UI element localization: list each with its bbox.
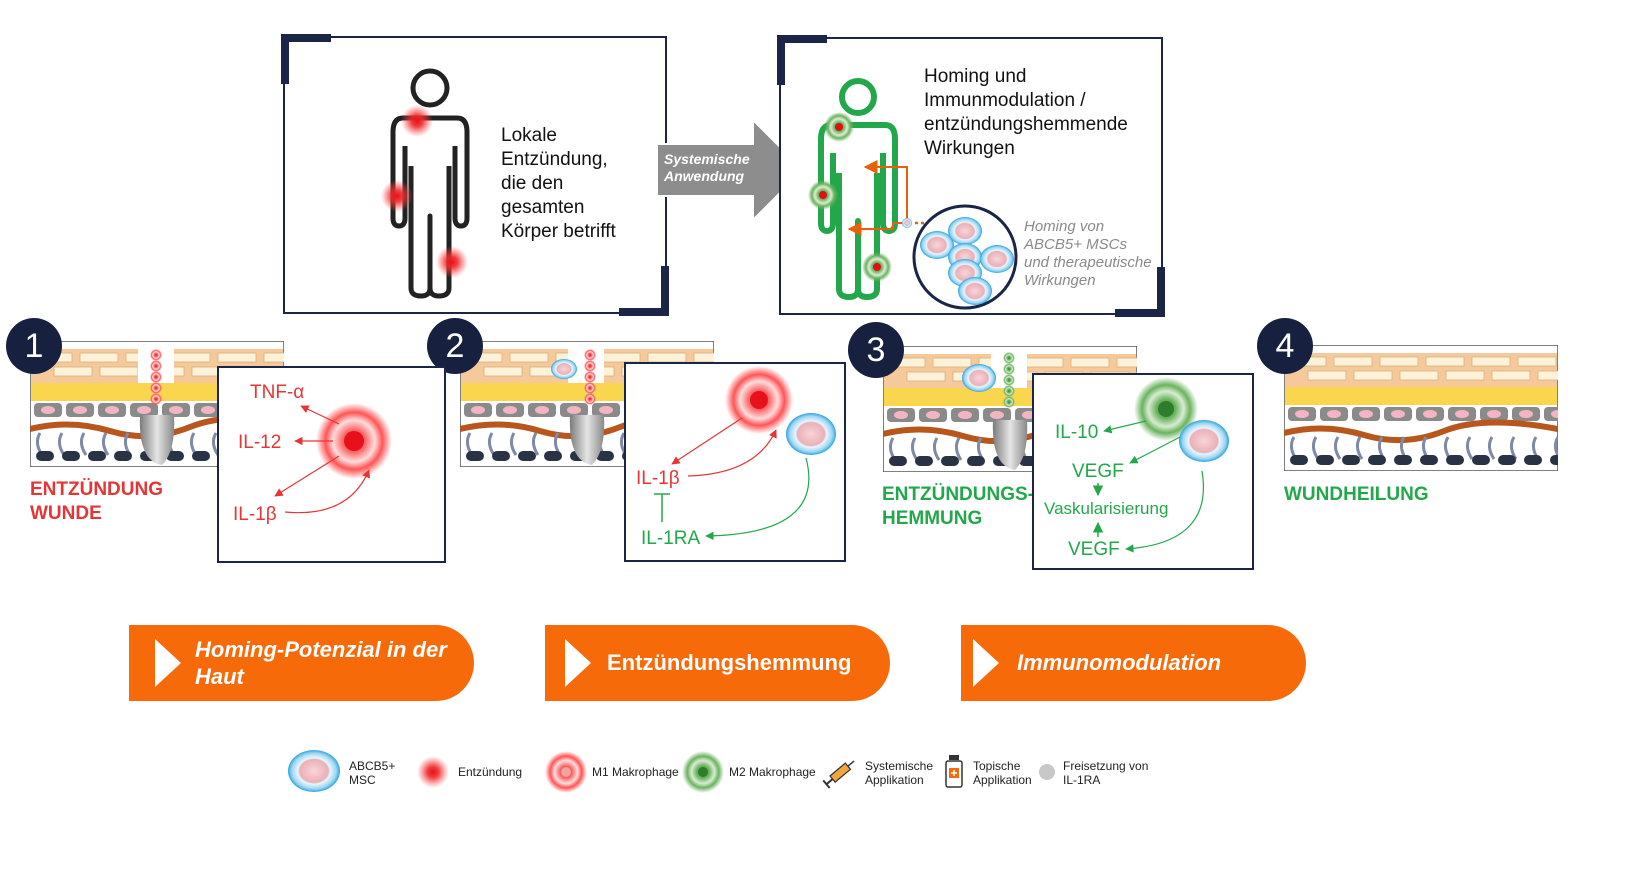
topical-bottle-icon: [945, 755, 963, 788]
vegf-label-2: VEGF: [1068, 539, 1120, 560]
legend-m1: M1 Makrophage: [592, 765, 679, 779]
msc-cluster-circle: [912, 204, 1018, 310]
stage-3-title: ENTZÜNDUNGS-HEMMUNG: [882, 484, 1034, 529]
stage-number-2: 2: [427, 318, 483, 374]
local-inflammation-text: Lokale Entzündung, die den gesamten Körp…: [501, 125, 616, 242]
il12-label: IL-12: [238, 432, 282, 453]
il1ra-label: IL-1RA: [641, 528, 701, 549]
local-inflammation-panel: Lokale Entzündung, die den gesamten Körp…: [281, 34, 669, 316]
banner-anti-inflammation: Entzündungshemmung: [545, 625, 890, 701]
legend-m2: M2 Makrophage: [729, 765, 816, 779]
homing-panel: Homing und Immunmodulation / entzündungs…: [777, 35, 1165, 317]
inflammation-icon: [417, 756, 449, 788]
legend-inflammation: Entzündung: [458, 765, 523, 779]
m1-macrophage-icon: [545, 751, 587, 793]
homing-title: Homing und Immunmodulation / entzündungs…: [924, 66, 1128, 159]
stage-4-title: WUNDHEILUNG: [1284, 484, 1429, 505]
vascularization-label: Vaskularisierung: [1044, 499, 1169, 518]
il1ra-release-icon: [1039, 764, 1055, 780]
play-triangle-icon: [155, 639, 181, 687]
tnf-alpha-label: TNF-α: [250, 382, 305, 403]
m2-macrophage-icon: [682, 751, 724, 793]
homing-caption: Homing von ABCB5+ MSCs und therapeutisch…: [1024, 218, 1152, 289]
systemic-application-arrow: [656, 118, 805, 222]
stage-3-zoom-box: IL-10 VEGF Vaskularisierung VEGF: [1032, 373, 1254, 570]
il1b-label: IL-1β: [233, 504, 277, 525]
play-triangle-icon: [565, 639, 591, 687]
syringe-icon: [822, 760, 855, 789]
human-figure-icon: [381, 68, 470, 299]
msc-cell-icon: [288, 750, 340, 792]
stage-1-zoom-box: TNF-α IL-12 IL-1β: [217, 366, 446, 563]
stage-number-4: 4: [1257, 318, 1313, 374]
skin-tile-4: [1284, 345, 1558, 471]
stage-number-1: 1: [6, 318, 62, 374]
human-figure-green-icon: [808, 78, 989, 300]
stage-2-zoom-box: IL-1β IL-1RA: [624, 362, 846, 562]
systemic-application-label: Systemische Anwendung: [664, 151, 750, 184]
skin-tile-1: [30, 341, 284, 467]
stage-number-3: 3: [848, 322, 904, 378]
il10-label: IL-10: [1055, 422, 1099, 443]
legend-msc: ABCB5+MSC: [349, 759, 396, 787]
vegf-label-1: VEGF: [1072, 461, 1124, 482]
banner-immunomodulation: Immunomodulation: [961, 625, 1306, 701]
il1b-label-2: IL-1β: [636, 468, 680, 489]
play-triangle-icon: [973, 639, 999, 687]
